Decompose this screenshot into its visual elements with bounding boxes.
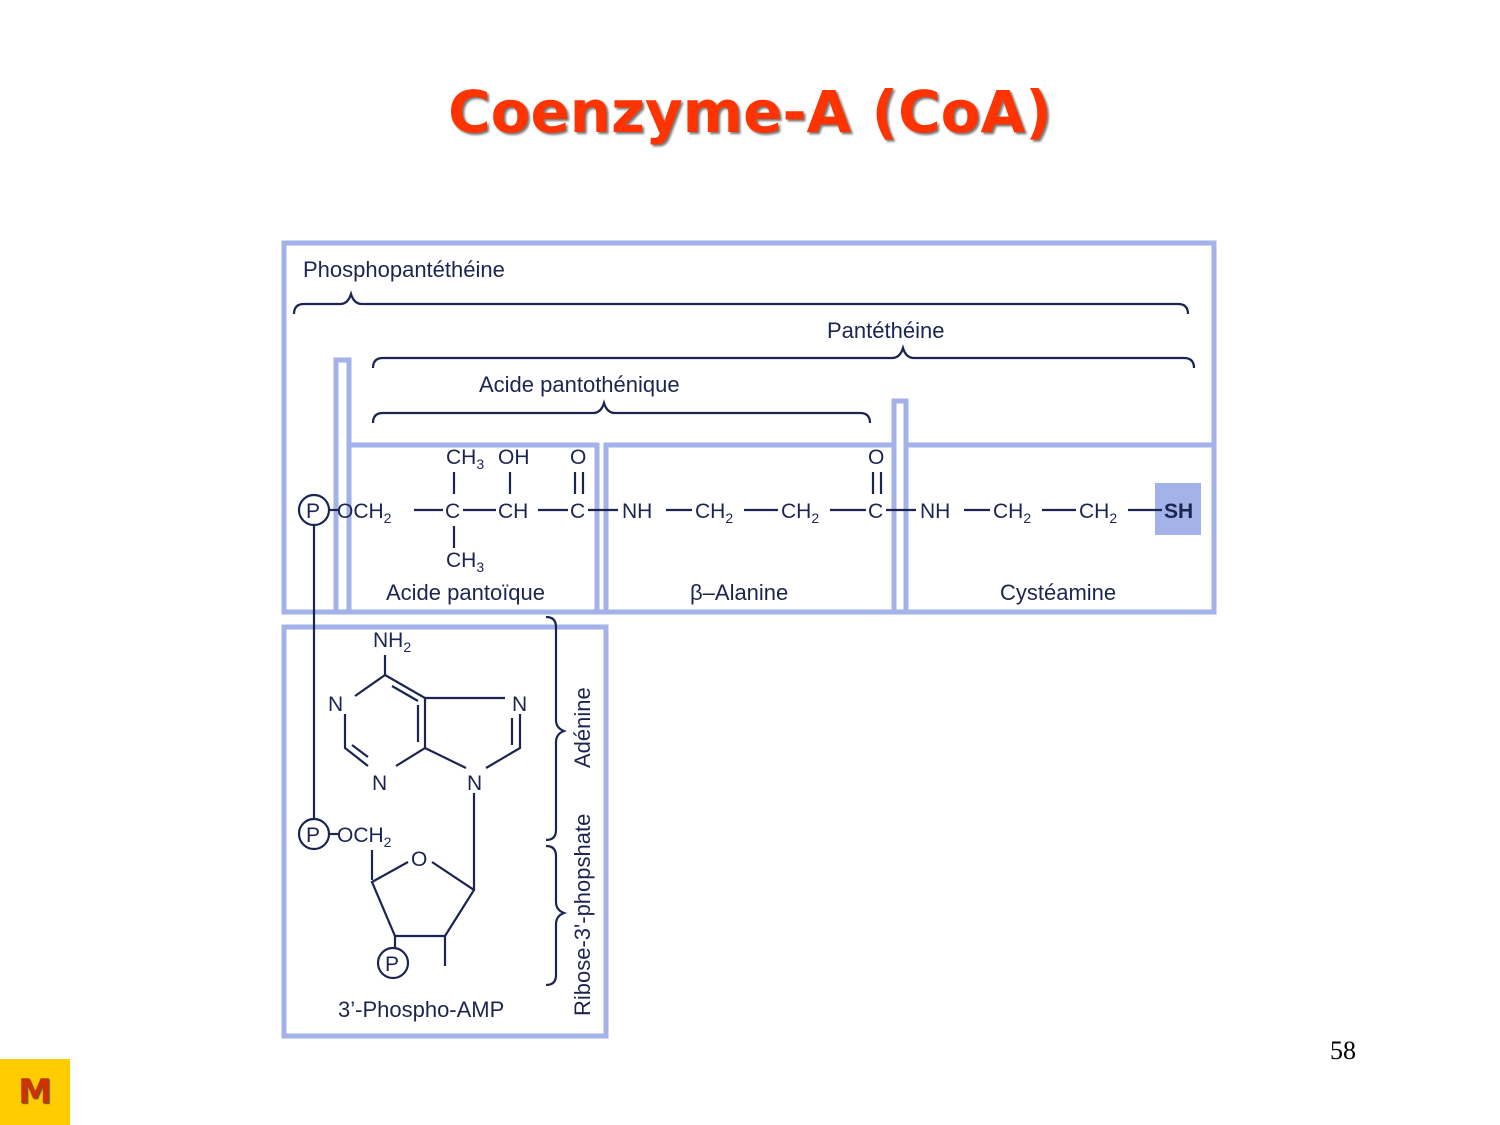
- adenine-six-ring: [343, 674, 427, 767]
- atom-och2-ribose: OCH2: [337, 824, 392, 850]
- label-beta-alanine: β–Alanine: [690, 580, 788, 605]
- atom-nh-2: NH: [920, 500, 950, 523]
- atom-p-bottom: P: [385, 953, 399, 976]
- sh-highlight: [1155, 483, 1201, 535]
- atom-n9: N: [467, 772, 482, 795]
- slide-title: Coenzyme-A (CoA): [448, 78, 1052, 146]
- atom-c-carbonyl-1: C: [570, 500, 585, 523]
- label-adenine: Adénine: [570, 687, 595, 768]
- logo-badge: M: [0, 1059, 70, 1125]
- label-pantetheine: Pantéthéine: [827, 318, 944, 343]
- atom-p-middle: P: [306, 824, 320, 847]
- atom-ch2-4: CH2: [1079, 500, 1117, 526]
- atom-c-carbonyl-2: C: [868, 500, 883, 523]
- atom-sh: SH: [1164, 500, 1193, 523]
- phospho-amp-box: [281, 624, 609, 1039]
- atom-n1: N: [328, 693, 343, 716]
- atom-ch2-3: CH2: [993, 500, 1031, 526]
- atom-nh2: NH2: [373, 629, 411, 655]
- label-pantoic-acid: Acide pantoïque: [386, 580, 545, 605]
- brace-ribose-phosphate: [545, 844, 568, 987]
- atom-o-carbonyl-1: O: [570, 446, 586, 469]
- atom-n3: N: [372, 772, 387, 795]
- label-cysteamine: Cystéamine: [1000, 580, 1116, 605]
- pantoic-connector-bar: [333, 357, 352, 615]
- brace-pantothenic-acid: [371, 399, 872, 424]
- adenine-double-bond-1: [391, 685, 419, 702]
- label-ribose-phosphate: Ribose-3'-phopshate: [570, 814, 595, 1016]
- atom-n7: N: [512, 693, 527, 716]
- adenine-five-ring: [424, 696, 522, 769]
- phosphopantetheine-box: [281, 240, 1217, 615]
- atom-ch: CH: [498, 500, 528, 523]
- brace-pantetheine: [371, 344, 1196, 369]
- label-pantothenic-acid: Acide pantothénique: [479, 372, 680, 397]
- brace-phosphopantetheine: [292, 290, 1190, 315]
- atom-ch3-bottom: CH3: [446, 549, 484, 575]
- atom-oh: OH: [498, 446, 530, 469]
- atom-ch2-1: CH2: [695, 500, 733, 526]
- atom-och2: OCH2: [337, 500, 392, 526]
- atom-c-quaternary: C: [445, 500, 460, 523]
- atom-nh-1: NH: [622, 500, 652, 523]
- atom-o-ribose: O: [411, 848, 427, 871]
- label-phosphopantetheine: Phosphopantéthéine: [303, 257, 505, 282]
- atom-p-top: P: [306, 500, 320, 523]
- label-phospho-amp: 3’-Phospho-AMP: [338, 997, 504, 1022]
- brace-adenine: [545, 615, 568, 842]
- atom-ch2-2: CH2: [781, 500, 819, 526]
- ribose-ring: [370, 861, 476, 938]
- phosphate-circle-bottom: [376, 946, 410, 980]
- atom-o-carbonyl-2: O: [868, 446, 884, 469]
- atom-ch3-top: CH3: [446, 446, 484, 472]
- page-number: 58: [1330, 1036, 1356, 1065]
- logo-letter: M: [18, 1072, 52, 1112]
- cysteamine-connector-bar: [891, 398, 909, 615]
- adenine-double-bond-3: [351, 744, 369, 758]
